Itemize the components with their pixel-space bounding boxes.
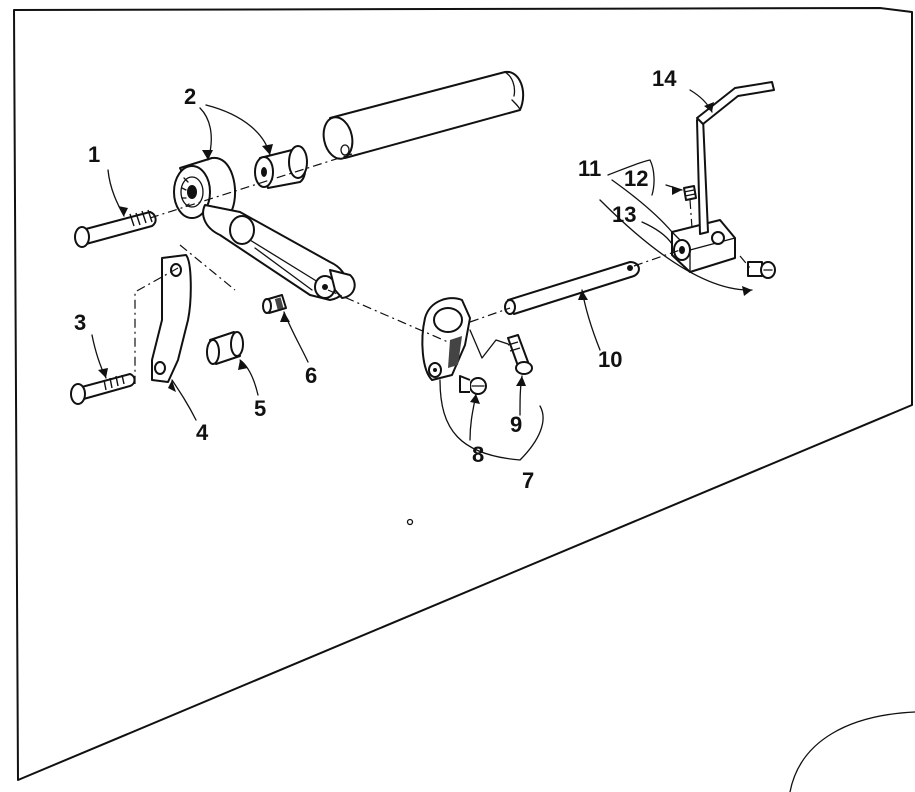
leader-arrowheads <box>98 102 752 404</box>
part-1-screw <box>74 209 157 248</box>
page-border <box>13 7 915 792</box>
page-speck <box>406 518 414 526</box>
callout-4: 4 <box>196 420 209 445</box>
callout-1: 1 <box>88 142 100 167</box>
callout-8: 8 <box>472 442 484 467</box>
callout-11: 11 <box>578 156 601 181</box>
assembly-centerlines <box>134 153 751 384</box>
connecting-arm <box>202 204 356 301</box>
main-shaft <box>322 70 525 160</box>
part-13-screw <box>747 261 776 279</box>
callout-3: 3 <box>74 310 86 335</box>
callout-7: 7 <box>522 468 534 493</box>
part-6-pin <box>262 294 287 314</box>
callout-12: 12 <box>624 166 648 191</box>
callout-5: 5 <box>254 396 266 421</box>
callout-13: 13 <box>612 202 636 227</box>
callout-labels: 1 2 3 4 5 6 7 8 9 10 11 12 13 14 <box>74 66 677 493</box>
part-7-crank <box>421 297 471 381</box>
part-9-screw <box>507 334 533 375</box>
part-8-screw <box>459 375 487 395</box>
part-3-screw <box>70 373 136 405</box>
callout-10: 10 <box>598 347 622 372</box>
part-4-plate <box>151 254 192 383</box>
callout-2: 2 <box>184 84 196 109</box>
callout-9: 9 <box>510 412 522 437</box>
callout-6: 6 <box>305 363 317 388</box>
part-2-bearing <box>173 156 237 219</box>
part-5-bushing <box>206 331 244 365</box>
part-12-set-screw <box>683 185 697 201</box>
callout-14: 14 <box>652 66 677 91</box>
part-10-rod <box>504 261 640 315</box>
part-11-clamp-block <box>671 219 736 273</box>
part-14-wire <box>696 81 775 235</box>
